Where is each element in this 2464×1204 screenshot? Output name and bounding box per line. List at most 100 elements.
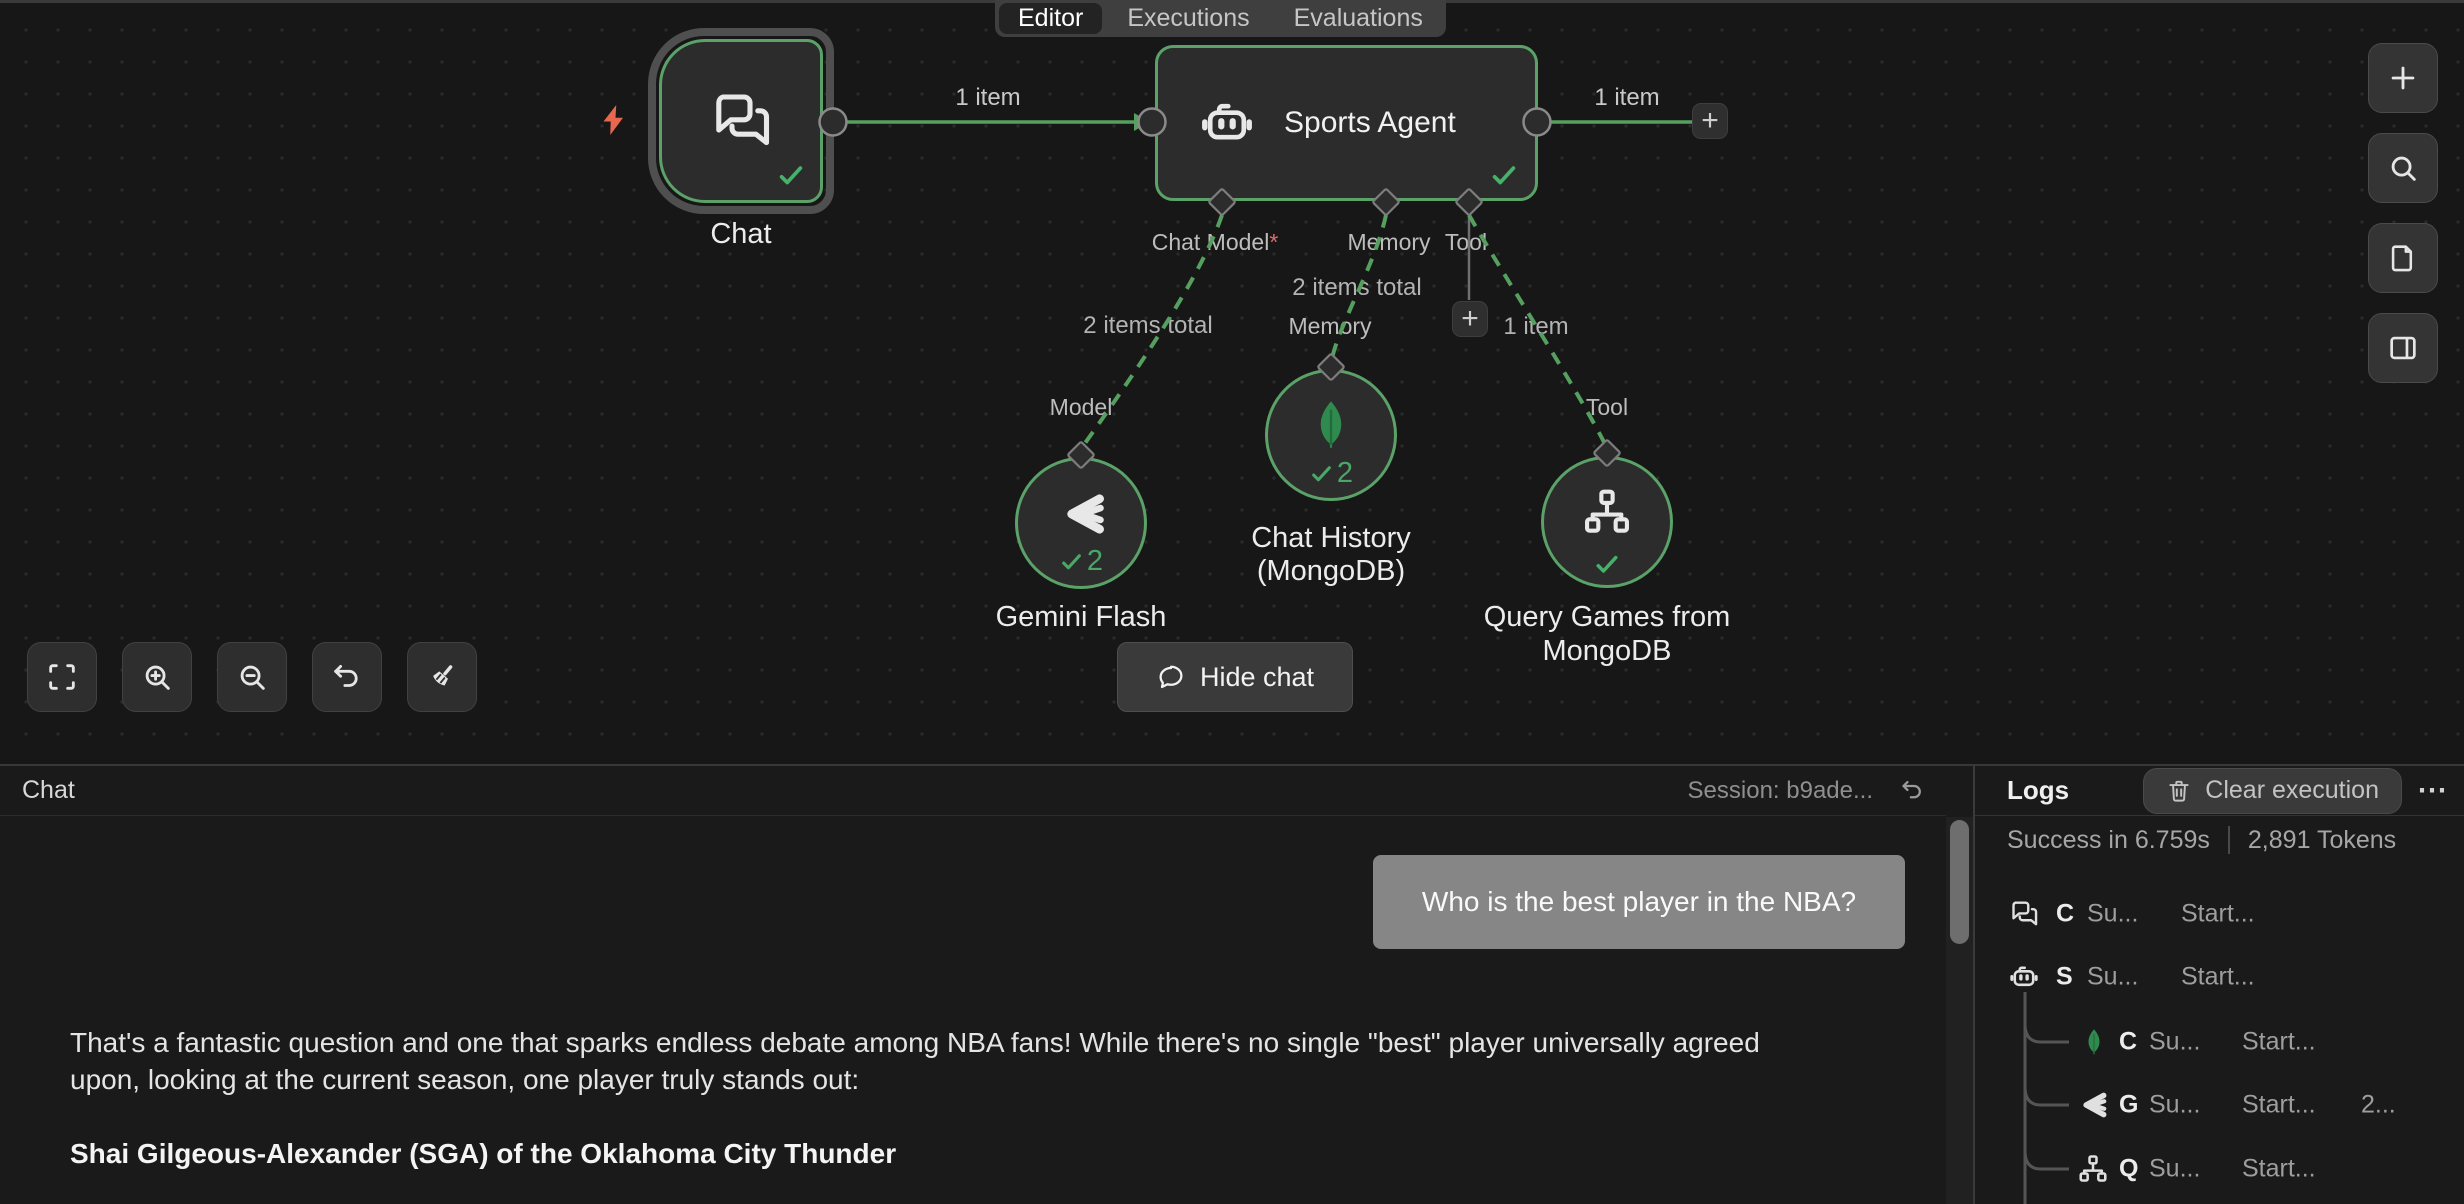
label-line-2: (MongoDB) [1256, 555, 1406, 587]
model-items-total-label: 2 items total [1083, 312, 1213, 339]
trash-icon [2166, 778, 2192, 804]
add-tool-button[interactable]: + [1452, 301, 1488, 337]
run-count: 2 [1086, 545, 1104, 577]
port-chat-model-text: Chat Model [1151, 229, 1270, 255]
agent-node-title: Sports Agent [1284, 106, 1456, 139]
log-started: Start... [2181, 962, 2255, 991]
plus-icon [2386, 61, 2420, 95]
log-tokens: 2... [2361, 1090, 2396, 1119]
log-started: Start... [2181, 899, 2255, 928]
panel-icon [2386, 331, 2420, 365]
clear-execution-label: Clear execution [2205, 776, 2379, 804]
tool-items-label: 1 item [1503, 313, 1569, 340]
undo-icon [330, 660, 364, 694]
zoom-out-icon [235, 660, 269, 694]
panel-divider [1973, 766, 1975, 1204]
robot-icon [2007, 960, 2041, 994]
gemini-icon [1054, 487, 1108, 541]
side-toolbar [2368, 43, 2438, 383]
chat-trigger-node[interactable] [648, 28, 834, 214]
broom-icon [425, 660, 459, 694]
log-node-name: C [2056, 899, 2075, 928]
zoom-in-icon [140, 660, 174, 694]
execution-status: Success in 6.759s [2007, 825, 2210, 854]
log-status: Su... [2149, 1027, 2201, 1056]
add-node-button[interactable]: + [1692, 103, 1728, 139]
log-node-name: C [2119, 1027, 2138, 1056]
gemini-icon [2075, 1088, 2109, 1122]
log-row-agent[interactable]: S Su... Start... [1975, 960, 2464, 994]
chat-node-label: Chat [710, 218, 772, 250]
session-id: Session: b9ade... [1687, 776, 1873, 804]
chat-panel-title: Chat [22, 776, 75, 804]
sports-agent-node[interactable]: Sports Agent [1155, 45, 1538, 201]
gemini-flash-node[interactable]: 2 [1015, 457, 1147, 589]
log-row-chat[interactable]: C Su... Start... [1975, 897, 2464, 931]
zoom-in-button[interactable] [122, 642, 192, 712]
log-status: Su... [2149, 1090, 2201, 1119]
edge-items-label: 1 item [955, 84, 1021, 111]
tidy-up-button[interactable] [407, 642, 477, 712]
tool-port-label: Tool [1585, 394, 1629, 420]
check-icon [1059, 549, 1084, 574]
undo-button[interactable] [312, 642, 382, 712]
log-started: Start... [2242, 1154, 2316, 1183]
chat-history-node[interactable]: 2 [1265, 369, 1397, 501]
tab-editor[interactable]: Editor [999, 3, 1103, 34]
note-icon [2386, 241, 2420, 275]
log-node-name: G [2119, 1090, 2139, 1119]
tab-evaluations[interactable]: Evaluations [1293, 4, 1423, 32]
chat-scrollbar[interactable] [1946, 817, 1973, 1204]
summary-divider [2227, 826, 2230, 854]
gemini-node-label: Gemini Flash [995, 601, 1167, 633]
tab-executions[interactable]: Executions [1127, 4, 1250, 32]
query-games-node[interactable] [1541, 456, 1673, 588]
log-started: Start... [2242, 1090, 2316, 1119]
trigger-bolt-icon [596, 102, 632, 138]
bottom-panel: Chat Session: b9ade... Who is the best p… [0, 764, 2464, 1204]
chat-panel: Chat Session: b9ade... Who is the best p… [0, 766, 1946, 1204]
log-started: Start... [2242, 1027, 2316, 1056]
log-row-memory[interactable]: C Su... Start... [1975, 1025, 2464, 1059]
user-message: Who is the best player in the NBA? [1373, 855, 1905, 949]
memory-subport-label: Memory [1288, 313, 1372, 339]
success-check-icon [1489, 160, 1519, 190]
log-node-name: Q [2119, 1154, 2139, 1183]
label-line-1: Query Games from [1483, 601, 1731, 633]
sticky-note-button[interactable] [2368, 223, 2438, 293]
sitemap-icon [2077, 1153, 2109, 1185]
chat-bubble-icon [1156, 662, 1186, 692]
workflow-canvas[interactable]: Editor Executions Evaluations Chat Sport… [0, 0, 2464, 764]
search-button[interactable] [2368, 133, 2438, 203]
zoom-out-button[interactable] [217, 642, 287, 712]
fit-view-button[interactable] [27, 642, 97, 712]
chat-panel-header: Chat Session: b9ade... [0, 766, 1946, 816]
scrollbar-thumb[interactable] [1950, 820, 1969, 944]
memory-items-total-label: 2 items total [1292, 274, 1422, 301]
label-line-1: Chat History [1251, 522, 1411, 554]
sitemap-icon [1581, 486, 1633, 538]
logs-header: Logs Clear execution ⋯ [1975, 766, 2464, 816]
logs-more-button[interactable]: ⋯ [2417, 774, 2448, 807]
log-row-model[interactable]: G Su... Start... 2... [1975, 1088, 2464, 1122]
mongodb-leaf-icon [2079, 1026, 2109, 1058]
assistant-message: That's a fantastic question and one that… [70, 1027, 1760, 1095]
fit-view-icon [45, 660, 79, 694]
clear-execution-button[interactable]: Clear execution [2143, 767, 2402, 814]
assistant-message-bold: Shai Gilgeous-Alexander (SGA) of the Okl… [70, 1138, 897, 1169]
success-check [1544, 550, 1670, 578]
logs-title: Logs [2007, 775, 2070, 805]
hide-chat-button[interactable]: Hide chat [1117, 642, 1353, 712]
label-line-2: MongoDB [1542, 635, 1672, 667]
add-node-panel-button[interactable] [2368, 43, 2438, 113]
edge-items-label: 1 item [1594, 84, 1660, 111]
chat-history-node-label: Chat History (MongoDB) [1211, 522, 1451, 588]
check-icon [1309, 461, 1334, 486]
port-tool-label: Tool [1444, 229, 1488, 255]
check-icon [1593, 550, 1621, 578]
log-row-tool[interactable]: Q Su... Start... [1975, 1152, 2464, 1186]
canvas-toolbar [27, 642, 477, 712]
toggle-panel-button[interactable] [2368, 313, 2438, 383]
reset-session-icon[interactable] [1899, 777, 1926, 804]
